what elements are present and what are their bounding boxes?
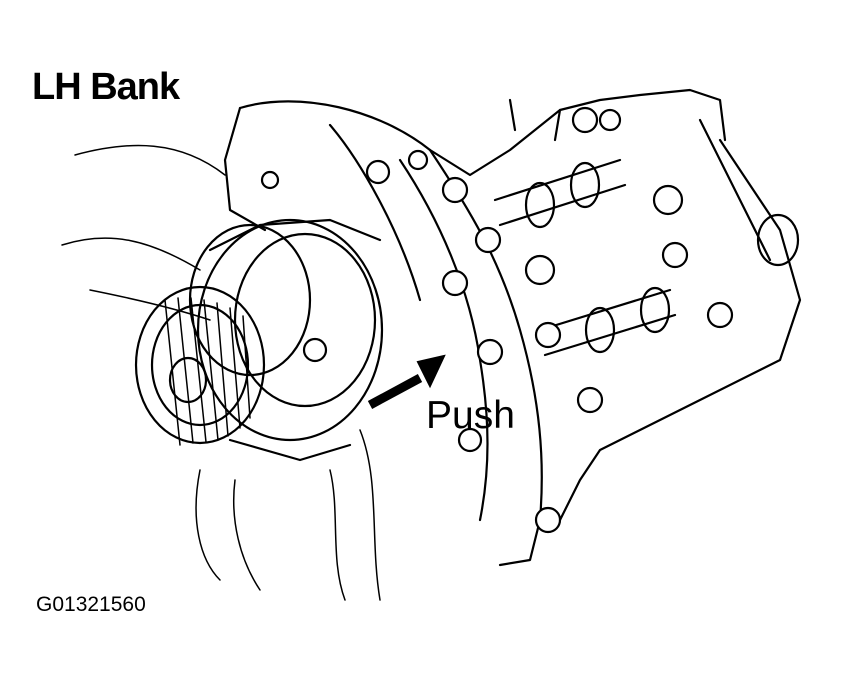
push-callout: Push xyxy=(426,394,515,437)
diagram-title: LH Bank xyxy=(32,66,180,108)
push-arrow xyxy=(367,354,446,409)
camshafts xyxy=(493,118,802,522)
harness-lines xyxy=(61,144,381,601)
figure-id: G01321560 xyxy=(36,593,146,616)
cover-bolts xyxy=(260,106,622,534)
vvt-housing xyxy=(188,218,384,462)
timing-cover-outline xyxy=(223,88,727,567)
